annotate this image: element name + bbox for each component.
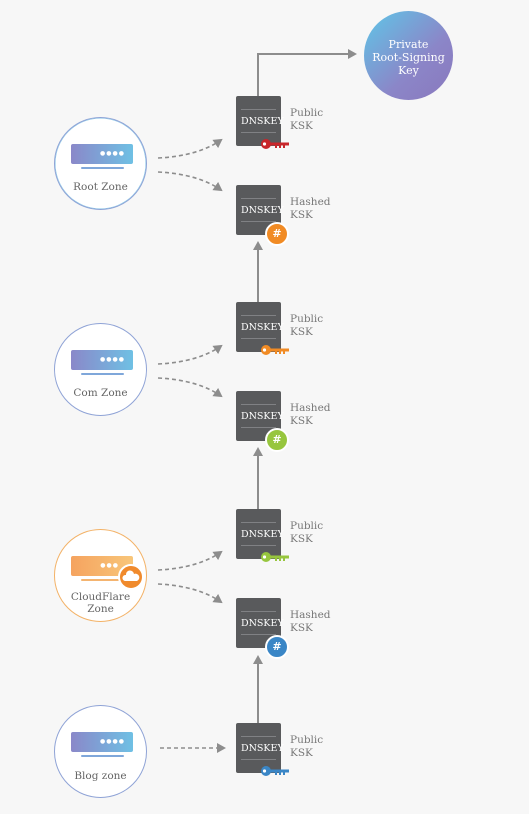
key-icon	[261, 345, 289, 355]
dashed-arrow-com-public	[157, 344, 223, 365]
zone-blog: ●●●● Blog zone	[54, 705, 147, 798]
key-label-line: Public	[290, 734, 324, 746]
key-label-root-hashed: Hashed KSK	[290, 196, 331, 222]
dnskey-root-public: DNSKEY	[236, 96, 284, 146]
dnskey-label: DNSKEY	[241, 205, 284, 216]
key-label-line: KSK	[290, 209, 313, 221]
key-label-com-hashed: Hashed KSK	[290, 402, 331, 428]
dashed-arrow-root-hashed	[157, 171, 223, 192]
hash-badge: #	[265, 428, 289, 452]
key-label-line: Hashed	[290, 609, 331, 621]
dashed-arrow-cf-hashed	[157, 583, 223, 604]
key-label-line: KSK	[290, 533, 313, 545]
key-label-line: KSK	[290, 747, 313, 759]
zone-label-line-1: CloudFlare	[70, 591, 131, 603]
dashed-arrow-com-hashed	[157, 377, 223, 398]
private-root-signing-key: Private Root-Signing Key	[364, 11, 453, 100]
key-label-line: KSK	[290, 326, 313, 338]
zone-label-line-2: Zone	[87, 603, 114, 615]
key-label-cloudflare-hashed: Hashed KSK	[290, 609, 331, 635]
hash-badge: #	[265, 635, 289, 659]
dnskey-label: DNSKEY	[241, 411, 284, 422]
key-label-cloudflare-public: Public KSK	[290, 520, 323, 546]
dnskey-label: DNSKEY	[241, 116, 284, 127]
dashed-arrow-cf-public	[157, 550, 223, 571]
zone-com: ●●●● Com Zone	[54, 323, 147, 416]
server-icon: ●●●●	[71, 732, 133, 752]
zone-root: ●●●● Root Zone	[54, 117, 147, 210]
server-icon: ●●●	[71, 556, 133, 576]
dashed-arrow-root-public	[157, 138, 223, 159]
dnskey-blog-public: DNSKEY	[236, 723, 284, 773]
key-label-line: KSK	[290, 622, 313, 634]
zone-label: Root Zone	[73, 181, 128, 193]
dnskey-com-hashed: DNSKEY	[236, 391, 284, 441]
zone-label: Com Zone	[73, 387, 128, 399]
server-icon: ●●●●	[71, 350, 133, 370]
key-label-line: KSK	[290, 120, 313, 132]
hash-badge: #	[265, 222, 289, 246]
dnskey-label: DNSKEY	[241, 529, 284, 540]
key-label-line: Public	[290, 520, 324, 532]
dnskey-label: DNSKEY	[241, 743, 284, 754]
dnskey-cloudflare-public: DNSKEY	[236, 509, 284, 559]
arrow-to-private-key	[257, 49, 357, 96]
key-label-line: Public	[290, 313, 324, 325]
zone-cloudflare: ●●● CloudFlare Zone	[54, 529, 147, 622]
key-label-com-public: Public KSK	[290, 313, 323, 339]
key-label-line: Public	[290, 107, 324, 119]
root-key-line-2: Root-Signing	[372, 51, 445, 64]
dnskey-label: DNSKEY	[241, 322, 284, 333]
root-key-line-3: Key	[398, 64, 419, 77]
dnskey-label: DNSKEY	[241, 618, 284, 629]
key-label-line: Hashed	[290, 402, 331, 414]
dnskey-com-public: DNSKEY	[236, 302, 284, 352]
cloud-icon	[118, 564, 144, 590]
key-label-blog-public: Public KSK	[290, 734, 323, 760]
key-label-line: Hashed	[290, 196, 331, 208]
key-icon	[261, 766, 289, 776]
key-icon	[261, 552, 289, 562]
key-icon	[261, 139, 289, 149]
key-label-line: KSK	[290, 415, 313, 427]
server-icon: ●●●●	[71, 144, 133, 164]
root-key-line-1: Private	[388, 38, 429, 51]
zone-label: Blog zone	[74, 770, 127, 782]
key-label-root-public: Public KSK	[290, 107, 323, 133]
